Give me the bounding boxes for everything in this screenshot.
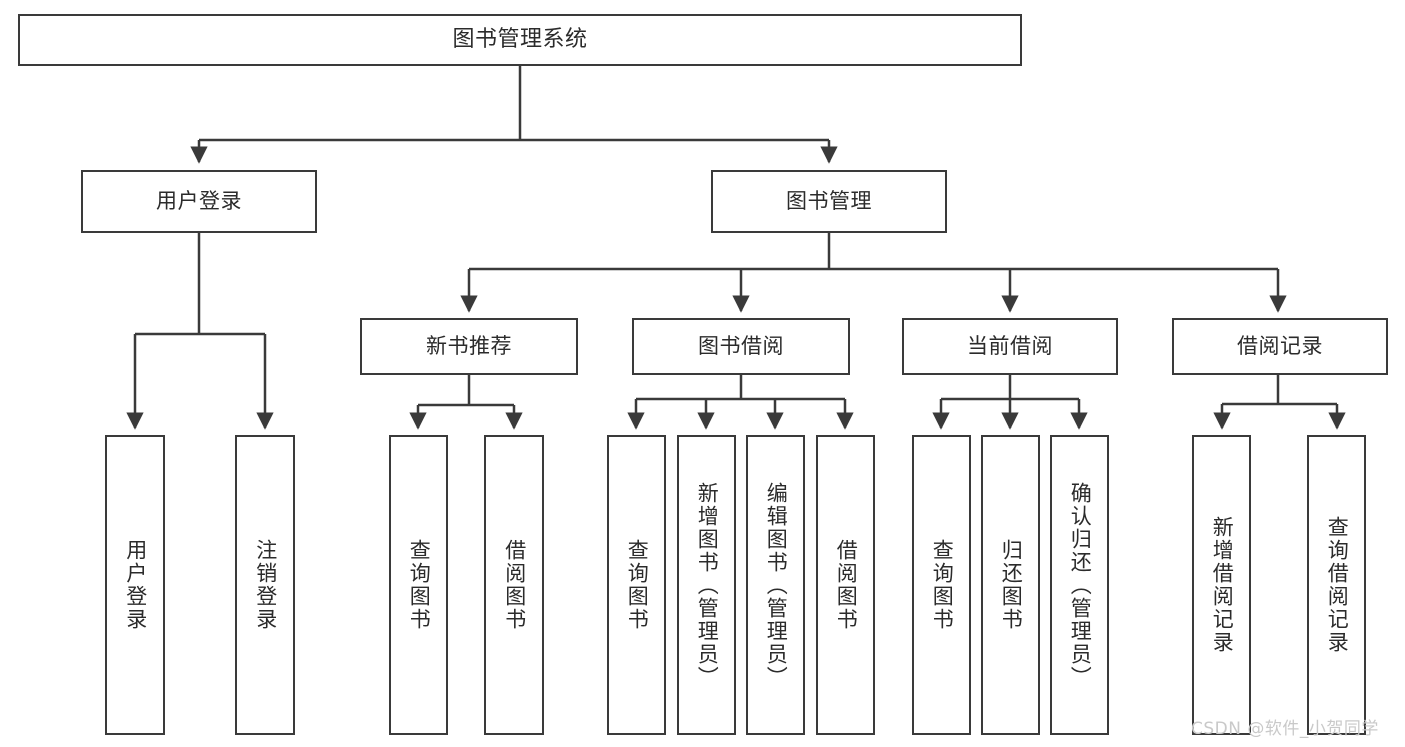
leaf-user-login[interactable]: 用户登录: [105, 435, 165, 735]
node-label: 新增图书（管理员）: [695, 481, 720, 689]
leaf-edit-book[interactable]: 编辑图书（管理员）: [746, 435, 805, 735]
node-label: 借阅图书: [502, 539, 527, 631]
node-label: 编辑图书（管理员）: [764, 481, 789, 689]
node-label: 新书推荐: [426, 333, 512, 358]
node-label: 用户登录: [123, 539, 148, 631]
leaf-user-logout[interactable]: 注销登录: [235, 435, 295, 735]
node-user-login[interactable]: 用户登录: [81, 170, 317, 233]
node-current-borrow[interactable]: 当前借阅: [902, 318, 1118, 375]
leaf-query-book-3[interactable]: 查询图书: [912, 435, 971, 735]
node-label: 确认归还（管理员）: [1068, 481, 1093, 689]
node-root-system[interactable]: 图书管理系统: [18, 14, 1022, 66]
node-label: 图书管理系统: [452, 26, 588, 52]
leaf-add-book[interactable]: 新增图书（管理员）: [677, 435, 736, 735]
node-borrow-record[interactable]: 借阅记录: [1172, 318, 1388, 375]
leaf-confirm-return[interactable]: 确认归还（管理员）: [1050, 435, 1109, 735]
node-book-borrow[interactable]: 图书借阅: [632, 318, 850, 375]
node-label: 新增借阅记录: [1210, 516, 1235, 654]
leaf-borrow-book-2[interactable]: 借阅图书: [816, 435, 875, 735]
node-label: 图书管理: [786, 188, 872, 213]
leaf-query-book-1[interactable]: 查询图书: [389, 435, 448, 735]
leaf-add-record[interactable]: 新增借阅记录: [1192, 435, 1251, 735]
node-label: 查询图书: [930, 539, 955, 631]
leaf-return-book[interactable]: 归还图书: [981, 435, 1040, 735]
node-label: 查询借阅记录: [1325, 516, 1350, 654]
node-label: 查询图书: [625, 539, 650, 631]
csdn-watermark: CSDN @软件_小贺同学: [1191, 719, 1379, 739]
leaf-query-book-2[interactable]: 查询图书: [607, 435, 666, 735]
node-label: 用户登录: [156, 188, 242, 213]
node-label: 当前借阅: [967, 333, 1053, 358]
node-label: 图书借阅: [698, 333, 784, 358]
node-label: 借阅图书: [834, 539, 859, 631]
node-label: 归还图书: [999, 539, 1024, 631]
node-label: 借阅记录: [1237, 333, 1323, 358]
leaf-query-record[interactable]: 查询借阅记录: [1307, 435, 1366, 735]
node-label: 注销登录: [253, 539, 278, 631]
leaf-borrow-book-1[interactable]: 借阅图书: [484, 435, 544, 735]
node-new-book-recommend[interactable]: 新书推荐: [360, 318, 578, 375]
node-book-management[interactable]: 图书管理: [711, 170, 947, 233]
node-label: 查询图书: [407, 539, 432, 631]
